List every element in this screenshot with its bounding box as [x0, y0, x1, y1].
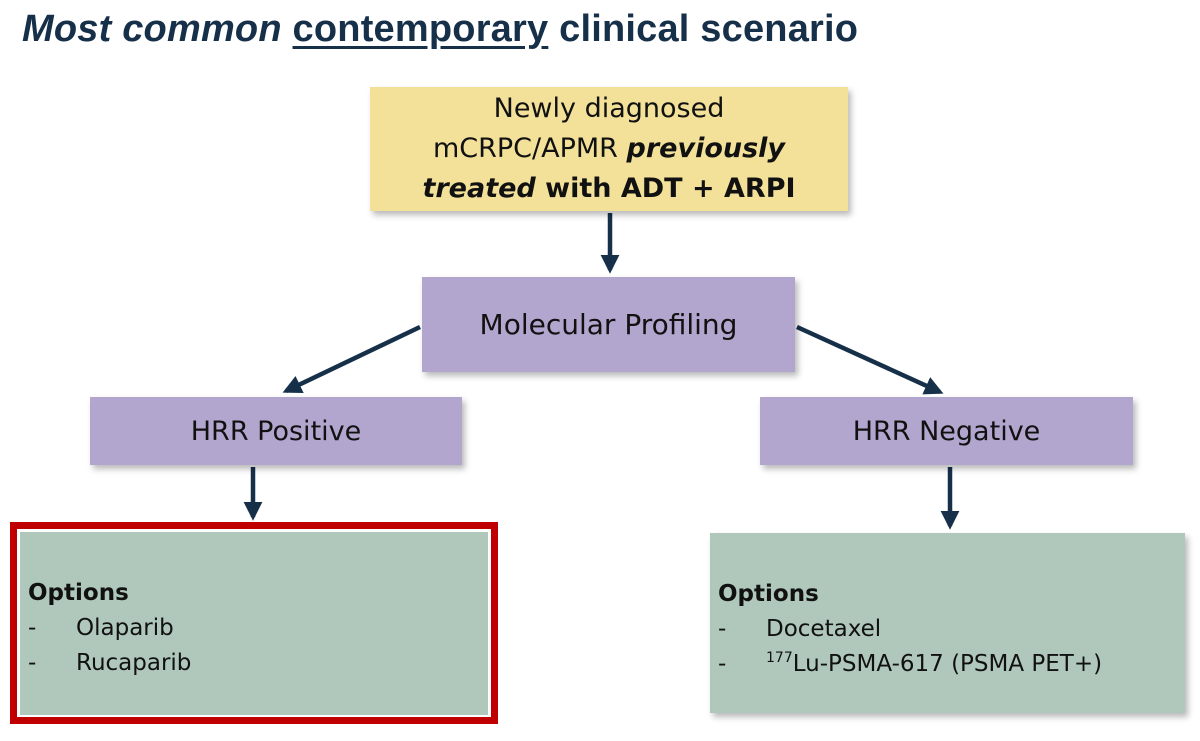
hrr-positive-node: HRR Positive — [90, 397, 462, 465]
root-line-3-text: with ADT + ARPI — [535, 173, 796, 204]
option-rucaparib: Rucaparib — [76, 650, 192, 676]
list-item: -177Lu-PSMA-617 (PSMA PET+) — [718, 647, 1185, 682]
options-title-negative: Options — [718, 581, 819, 607]
option-lu-psma-text: Lu-PSMA-617 (PSMA PET+) — [792, 651, 1103, 677]
slide-title: Most common contemporary clinical scenar… — [22, 8, 858, 51]
option-lu-psma: 177Lu-PSMA-617 (PSMA PET+) — [766, 647, 1102, 682]
highlight-frame — [10, 522, 498, 724]
hrr-positive-options: Options -Olaparib -Rucaparib — [20, 532, 488, 715]
hrr-negative-options: Options -Docetaxel -177Lu-PSMA-617 (PSMA… — [710, 533, 1185, 713]
hrr-negative-node: HRR Negative — [760, 397, 1133, 465]
arrow-profiling-to-positive — [282, 324, 421, 394]
options-title-positive: Options — [28, 580, 129, 606]
arrow-profiling-to-negative — [796, 324, 944, 395]
molecular-profiling-node: Molecular Profiling — [422, 277, 795, 372]
option-olaparib: Olaparib — [76, 615, 174, 641]
title-part-1: Most common — [22, 8, 282, 50]
root-line-2-text: mCRPC/APMR — [432, 133, 627, 164]
title-part-2: contemporary — [292, 8, 549, 50]
option-docetaxel: Docetaxel — [766, 616, 882, 642]
root-line-3-emphasis: treated — [422, 173, 536, 204]
root-node-newly-diagnosed: Newly diagnosed mCRPC/APMR previously tr… — [370, 87, 848, 211]
root-line-2: mCRPC/APMR previously — [433, 129, 785, 169]
list-item: -Rucaparib — [28, 646, 488, 681]
title-part-3: clinical scenario — [559, 8, 859, 50]
root-line-2-emphasis: previously — [626, 133, 786, 164]
list-item: -Olaparib — [28, 611, 488, 646]
isotope-superscript: 177 — [766, 650, 793, 666]
root-line-3: treated with ADT + ARPI — [422, 169, 795, 209]
list-item: -Docetaxel — [718, 612, 1185, 647]
root-line-1: Newly diagnosed — [493, 93, 725, 124]
